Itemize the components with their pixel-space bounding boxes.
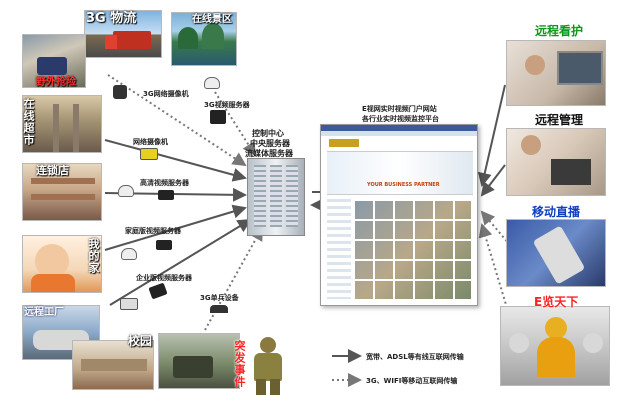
net-camera-icon: [140, 148, 158, 160]
home-server-label: 家庭版视频服务器: [125, 227, 181, 235]
wired-arrow: [477, 84, 506, 187]
3g-single-device-label: 3G单兵设备: [200, 294, 239, 302]
3g-camera-label: 3G网络摄像机: [143, 90, 189, 98]
remote-manage-photo: [506, 128, 606, 196]
wired-arrow: [104, 139, 247, 182]
net-camera-label: 网络摄像机: [133, 138, 168, 146]
emergency-photo: [158, 333, 240, 389]
logistics-photo: [84, 10, 162, 58]
portal-banner: YOUR BUSINESS PARTNER: [367, 182, 440, 188]
legend-wireless-label: 3G、WIFI等移动互联网传输: [366, 377, 458, 385]
kid-home-caption: 我的家: [87, 238, 100, 274]
mobile-live-caption: 移动直播: [532, 205, 581, 219]
portal-title-1: E视网实时视频门户网站: [362, 105, 437, 113]
scenic-caption: 在线景区: [192, 14, 232, 25]
wired-arrow: [109, 218, 252, 306]
center-label-3: 流媒体服务器: [245, 149, 293, 158]
rescue-photo: [22, 34, 86, 88]
logistics-caption: 3G 物流: [86, 11, 137, 26]
wired-arrow: [104, 204, 247, 251]
portal-title-2: 各行业实时视频监控平台: [362, 115, 439, 123]
soldier-figure: [246, 335, 290, 395]
shopping-mall-photo: [22, 95, 102, 153]
portal-webpage: YOUR BUSINESS PARTNER: [320, 124, 478, 306]
wireless-arrow: [478, 223, 511, 319]
e-world-caption: E览天下: [534, 295, 579, 309]
server-rack-icon: [247, 158, 305, 236]
store-chain-caption: 连锁店: [36, 164, 69, 177]
3g-server-label: 3G视频服务器: [204, 101, 250, 109]
hd-server-label: 高清视频服务器: [140, 179, 189, 187]
center-label-2: 中央服务器: [250, 139, 290, 148]
dome-camera-icon: [204, 77, 220, 89]
store-chain-photo: [22, 163, 102, 221]
3g-single-device-icon: [210, 305, 228, 313]
wireless-arrow: [480, 210, 511, 246]
wireless-arrow: [107, 74, 247, 167]
video-thumb-grid: [355, 201, 471, 299]
kid-home-photo: [22, 235, 102, 293]
hd-server-icon: [158, 190, 174, 200]
home-server-icon: [156, 240, 172, 250]
center-label-1: 控制中心: [252, 129, 284, 138]
remote-care-photo: [506, 40, 606, 106]
shopping-mall-caption: 在线超市: [22, 98, 35, 146]
legend-wired-label: 宽带、ADSL等有线互联网传输: [366, 353, 464, 361]
factory-caption: 远程工厂: [24, 307, 64, 318]
emergency-caption: 突发事件: [233, 340, 246, 388]
biz-server-label: 企业版视频服务器: [136, 274, 192, 282]
remote-care-caption: 远程看护: [535, 24, 584, 38]
rescue-caption: 野外抢险: [36, 77, 76, 88]
remote-manage-caption: 远程管理: [535, 113, 584, 127]
mobile-live-photo: [506, 219, 606, 287]
hd-dome-icon: [118, 185, 134, 197]
wired-arrow: [480, 164, 506, 197]
e-world-photo: [500, 306, 610, 386]
scenic-photo: [171, 12, 237, 66]
campus-photo: [72, 340, 154, 390]
3g-server-icon: [210, 110, 226, 124]
box-camera-icon: [120, 298, 138, 310]
home-dome-icon: [121, 248, 137, 260]
3g-camera-icon: [113, 85, 127, 99]
campus-caption: 校园: [128, 334, 153, 348]
